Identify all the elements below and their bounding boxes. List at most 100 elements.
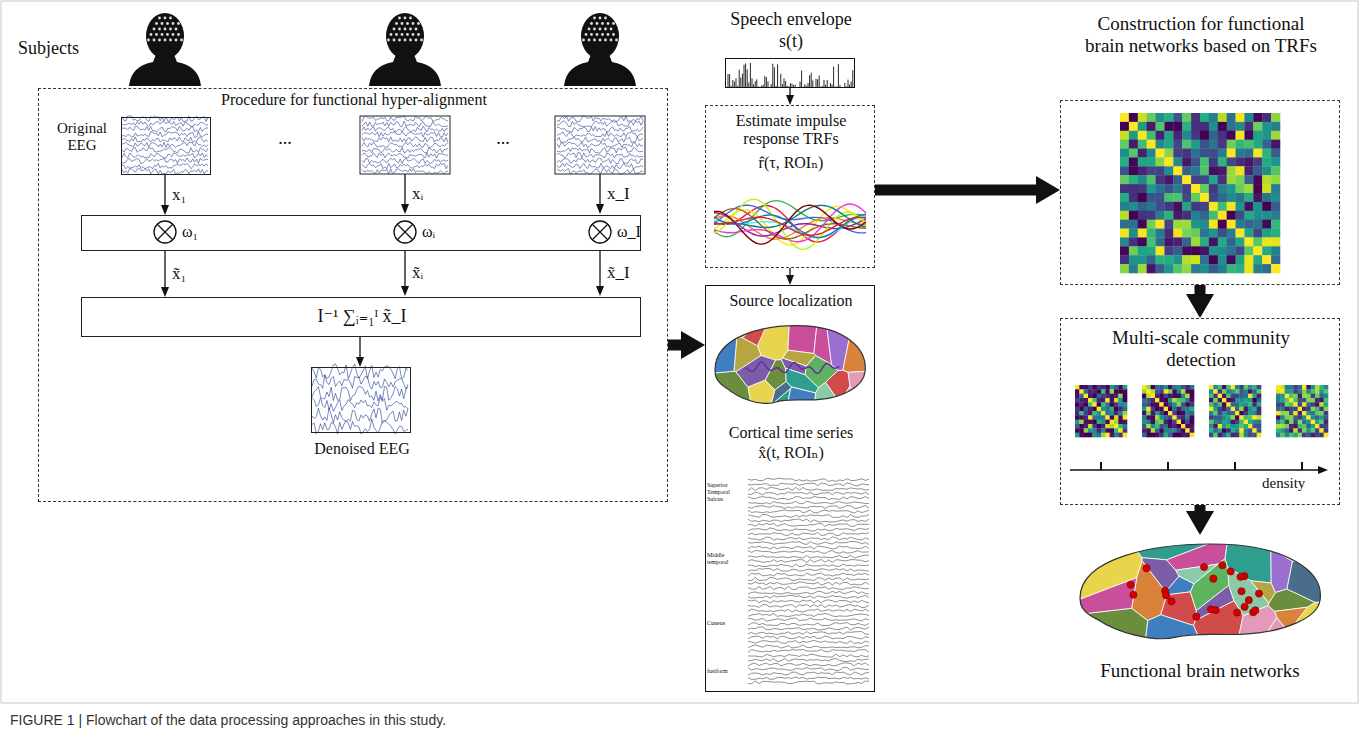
illustration-part: [1253, 211, 1262, 220]
head: [386, 13, 424, 59]
illustration-part: [1244, 402, 1249, 407]
illustration-part: [1285, 428, 1290, 433]
eeg-trace: [122, 168, 208, 174]
illustration-part: [1182, 255, 1191, 264]
network-node-dot: [1212, 606, 1219, 613]
electrode: [607, 22, 610, 25]
axis-tick: [1234, 462, 1236, 470]
result-figure: Functional brain networks: [1060, 535, 1340, 690]
illustration-part: [1324, 402, 1329, 407]
illustration-part: [1155, 424, 1160, 429]
illustration-part: [1253, 113, 1262, 122]
illustration-part: [1302, 428, 1307, 433]
illustration-part: [1231, 402, 1236, 407]
electrode: [417, 33, 420, 36]
illustration-part: [1151, 407, 1156, 412]
illustration-part: [1101, 411, 1106, 416]
illustration-part: [1222, 385, 1227, 390]
illustration-part: [1142, 407, 1147, 412]
eeg-trace: [122, 121, 208, 126]
illustration-part: [1293, 411, 1298, 416]
illustration-part: [1101, 420, 1106, 425]
illustration-part: [1293, 420, 1298, 425]
illustration-part: [1218, 255, 1227, 264]
illustration-part: [1253, 246, 1262, 255]
illustration-part: [1319, 398, 1324, 403]
illustration-part: [1138, 140, 1147, 149]
illustration-part: [1271, 113, 1280, 122]
illustration-part: [1075, 385, 1080, 390]
illustration-part: [1306, 424, 1311, 429]
illustration-part: [1177, 433, 1182, 438]
illustration-part: [1218, 407, 1223, 412]
illustration-part: [1147, 149, 1156, 158]
illustration-part: [1209, 211, 1218, 220]
illustration-part: [1079, 389, 1084, 394]
illustration-part: [1190, 420, 1195, 425]
connectivity-matrix: [1276, 385, 1328, 437]
illustration-part: [1235, 407, 1240, 412]
illustration-part: [1280, 415, 1285, 420]
illustration-part: [1244, 193, 1253, 202]
illustration-part: [1218, 149, 1227, 158]
illustration-part: [1185, 428, 1190, 433]
electrode: [164, 17, 167, 20]
illustration-part: [1257, 420, 1262, 425]
illustration-part: [1156, 193, 1165, 202]
illustration-part: [1079, 433, 1084, 438]
illustration-part: [1236, 149, 1245, 158]
illustration-part: [1302, 389, 1307, 394]
illustration-part: [1075, 394, 1080, 399]
illustration-part: [1168, 424, 1173, 429]
electrode: [175, 39, 178, 42]
illustration-part: [1227, 184, 1236, 193]
illustration-part: [1129, 175, 1138, 184]
illustration-part: [1324, 424, 1329, 429]
illustration-part: [1075, 389, 1080, 394]
electrode: [601, 33, 604, 36]
electrode: [155, 33, 158, 36]
illustration-part: [1231, 407, 1236, 412]
illustration-part: [1235, 389, 1240, 394]
electrode: [395, 33, 398, 36]
illustration-part: [1218, 428, 1223, 433]
illustration-part: [1276, 411, 1281, 416]
illustration-part: [1271, 202, 1280, 211]
illustration-part: [1190, 428, 1195, 433]
illustration-part: [1252, 389, 1257, 394]
illustration-part: [1084, 433, 1089, 438]
illustration-part: [1222, 394, 1227, 399]
network-node-dot: [1238, 588, 1245, 595]
illustration-part: [1319, 428, 1324, 433]
illustration-part: [1276, 385, 1281, 390]
illustration-part: [1101, 394, 1106, 399]
illustration-part: [1164, 433, 1169, 438]
illustration-part: [1239, 424, 1244, 429]
time-series: [748, 546, 869, 549]
illustration-part: [1191, 166, 1200, 175]
illustration-part: [1262, 149, 1271, 158]
illustration-part: [1315, 398, 1320, 403]
illustration-part: [1298, 385, 1303, 390]
illustration-part: [1298, 407, 1303, 412]
illustration-part: [1271, 131, 1280, 140]
illustration-part: [1146, 420, 1151, 425]
illustration-part: [1084, 407, 1089, 412]
illustration-part: [1248, 415, 1253, 420]
illustration-part: [1075, 415, 1080, 420]
illustration-part: [1172, 407, 1177, 412]
illustration-part: [1177, 385, 1182, 390]
illustration-part: [1190, 411, 1195, 416]
illustration-part: [1226, 402, 1231, 407]
illustration-part: [1324, 428, 1329, 433]
node-text: Source localization: [710, 292, 872, 310]
illustration-part: [1244, 211, 1253, 220]
electrode: [593, 17, 596, 20]
illustration-part: [1236, 122, 1245, 131]
illustration-part: [1129, 193, 1138, 202]
illustration-part: [1084, 424, 1089, 429]
illustration-part: [1306, 402, 1311, 407]
illustration-part: [1302, 433, 1307, 438]
illustration-part: [1298, 398, 1303, 403]
